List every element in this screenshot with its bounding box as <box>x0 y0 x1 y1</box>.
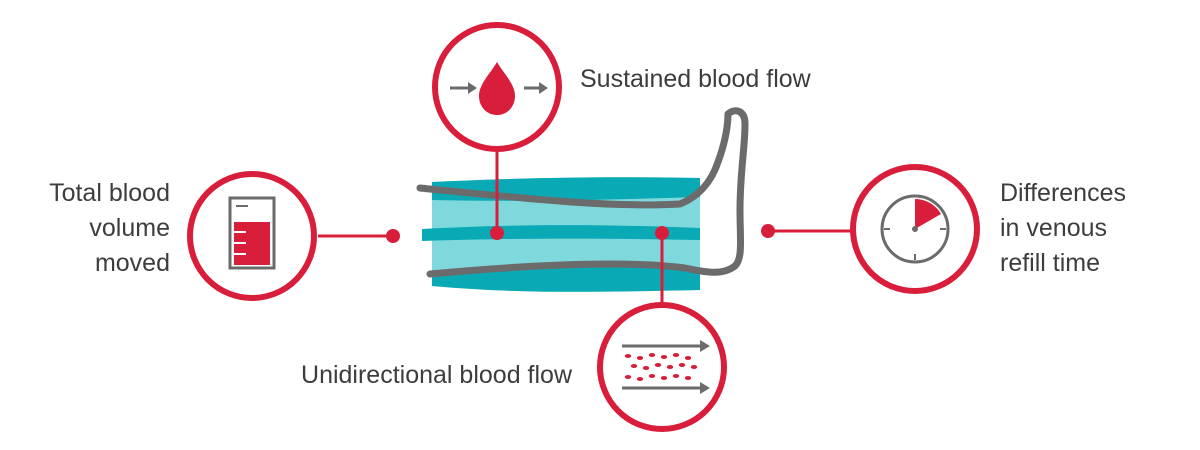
differences-label-line-3: refill time <box>1000 249 1101 277</box>
volume-label-line-1: Total blood <box>49 179 170 207</box>
volume-label-line-3: moved <box>94 249 170 277</box>
connector-dot-unidirectional <box>655 226 669 240</box>
blood-container-icon <box>228 196 276 270</box>
connectors <box>318 148 852 305</box>
sustained-label: Sustained blood flow <box>580 65 811 93</box>
differences-label: Differences in venous refill time <box>1000 176 1126 281</box>
sustained-icon-circle <box>432 22 562 152</box>
differences-label-line-2: in venous <box>1000 214 1108 242</box>
volume-label-line-2: volume <box>89 214 170 242</box>
connector-dot-volume <box>386 229 400 243</box>
blood-drop-arrows-icon <box>450 62 548 115</box>
connector-dot-sustained <box>490 226 504 240</box>
differences-icon-circle <box>850 164 980 294</box>
unidirectional-icon-circle <box>597 302 727 432</box>
unidirectional-label: Unidirectional blood flow <box>301 361 572 389</box>
connector-dot-differences <box>761 224 775 238</box>
volume-icon-circle <box>187 171 317 301</box>
timer-icon <box>880 194 950 264</box>
blood-cells-flow-icon <box>622 340 710 394</box>
differences-label-line-1: Differences <box>1000 179 1126 207</box>
leg-outline <box>416 107 749 278</box>
volume-label: Total blood volume moved <box>49 176 170 281</box>
